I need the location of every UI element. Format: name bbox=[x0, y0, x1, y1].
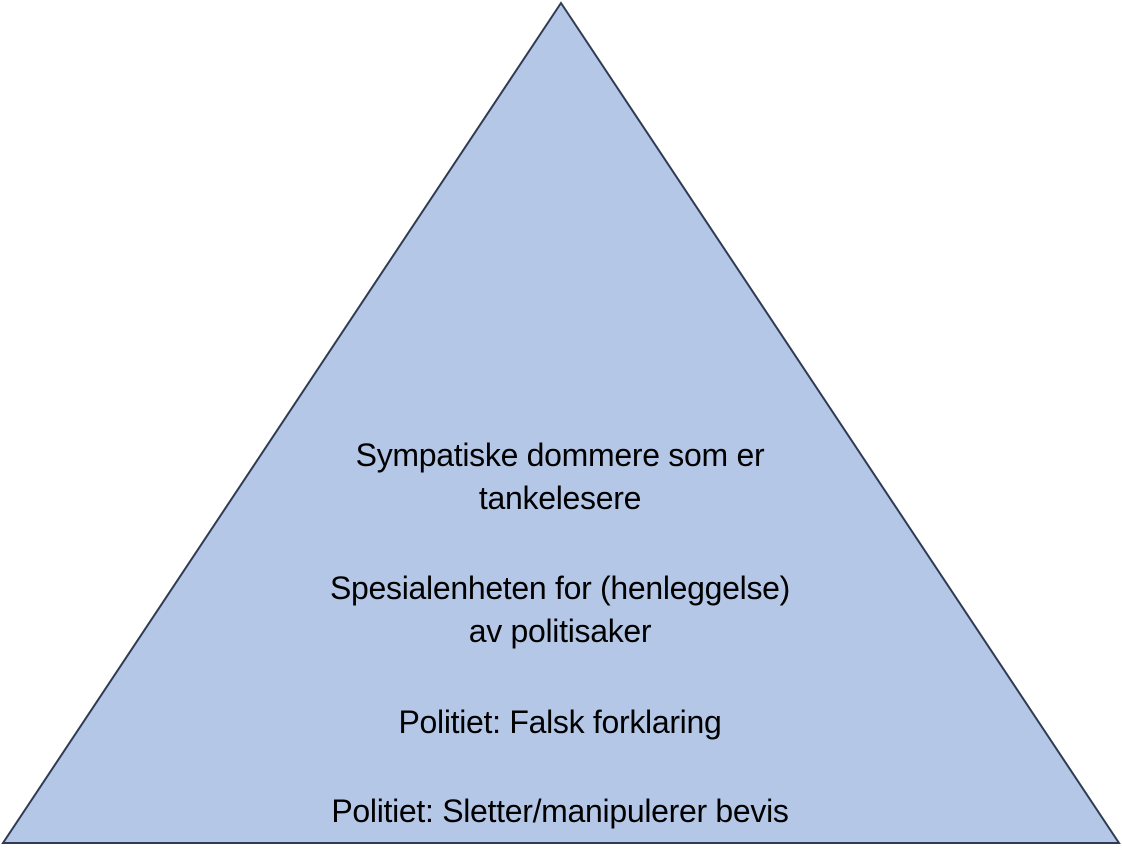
tier-1-line-1: Sympatiske dommere som er bbox=[355, 437, 765, 473]
tier-4-line-1: Politiet: Sletter/manipulerer bevis bbox=[331, 793, 789, 829]
pyramid-tier-2: Spesialenheten for (henleggelse) av poli… bbox=[260, 567, 860, 653]
tier-2-line-1: Spesialenheten for (henleggelse) bbox=[329, 570, 791, 606]
tier-2-line-2: av politisaker bbox=[468, 613, 652, 649]
pyramid-triangle bbox=[1, 1, 1121, 844]
tier-3-line-1: Politiet: Falsk forklaring bbox=[398, 704, 722, 740]
pyramid-tier-3: Politiet: Falsk forklaring bbox=[260, 701, 860, 744]
pyramid-tier-4: Politiet: Sletter/manipulerer bevis bbox=[260, 790, 860, 833]
pyramid-tier-1: Sympatiske dommere som er tankelesere bbox=[260, 434, 860, 520]
tier-1-line-2: tankelesere bbox=[478, 480, 642, 516]
